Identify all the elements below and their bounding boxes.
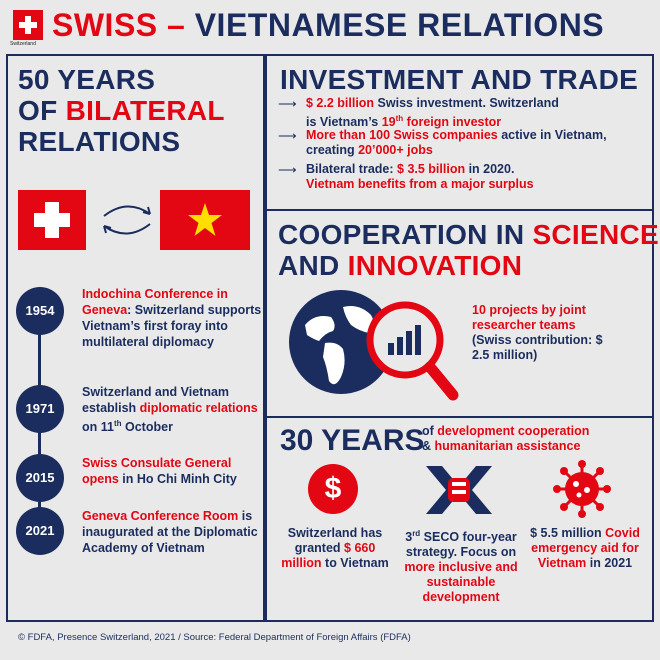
timeline-text-2015: Swiss Consulate General opens in Ho Chi … <box>82 456 237 486</box>
thirty-years-heading: 30 YEARS <box>280 424 425 457</box>
dev-col-3: $ 5.5 million Covid emergency aid for Vi… <box>530 526 640 570</box>
swiss-flag-logo <box>13 10 43 40</box>
globe-magnifier-icon <box>289 290 459 401</box>
arrow-icon: ⟶ <box>278 96 297 111</box>
logo-caption: Switzerland <box>10 41 36 47</box>
investment-item: $ 2.2 billion Swiss investment. Switzerl… <box>306 96 559 130</box>
dev-col-2: 3rd SECO four-year strategy. Focus on mo… <box>404 529 518 605</box>
investment-item: More than 100 Swiss companies active in … <box>306 128 607 157</box>
left-heading: 50 YEARS OF BILATERAL RELATIONS <box>18 64 225 157</box>
investment-item: Bilateral trade: $ 3.5 billion in 2020. … <box>306 162 534 191</box>
arrow-icon: ⟶ <box>278 162 297 177</box>
year-badge: 2021 <box>16 507 64 555</box>
timeline-text-1954: Indochina Conference in Geneva: Switzerl… <box>82 287 262 349</box>
development-panel <box>265 416 654 622</box>
vietnam-flag <box>160 190 250 250</box>
year-badge: 1954 <box>16 287 64 335</box>
left-panel <box>6 54 265 622</box>
arrow-icon: ⟶ <box>278 128 297 143</box>
swiss-flag <box>18 190 86 250</box>
dev-col-1: Switzerland has granted $ 660 million to… <box>281 526 389 570</box>
footer-credit: © FDFA, Presence Switzerland, 2021 / Sou… <box>18 632 411 643</box>
development-subtitle: of development cooperation & humanitaria… <box>422 424 590 453</box>
science-heading: COOPERATION IN SCIENCE AND INNOVATION <box>278 219 660 281</box>
virus-icon <box>553 460 611 518</box>
timeline-text-2021: Geneva Conference Room is inaugurated at… <box>82 509 258 555</box>
dollar-icon: $ <box>308 464 358 514</box>
science-text: 10 projects by joint researcher teams(Sw… <box>472 303 603 362</box>
investment-heading: INVESTMENT AND TRADE <box>280 64 639 95</box>
exchange-arrows-icon <box>103 205 151 235</box>
page-title: SWISS – VIETNAMESE RELATIONS <box>52 7 605 43</box>
year-badge: 2015 <box>16 454 64 502</box>
handshake-icon <box>426 466 492 514</box>
timeline-text-1971: Switzerland and Vietnam establish diplom… <box>82 385 258 435</box>
year-badge: 1971 <box>16 385 64 433</box>
